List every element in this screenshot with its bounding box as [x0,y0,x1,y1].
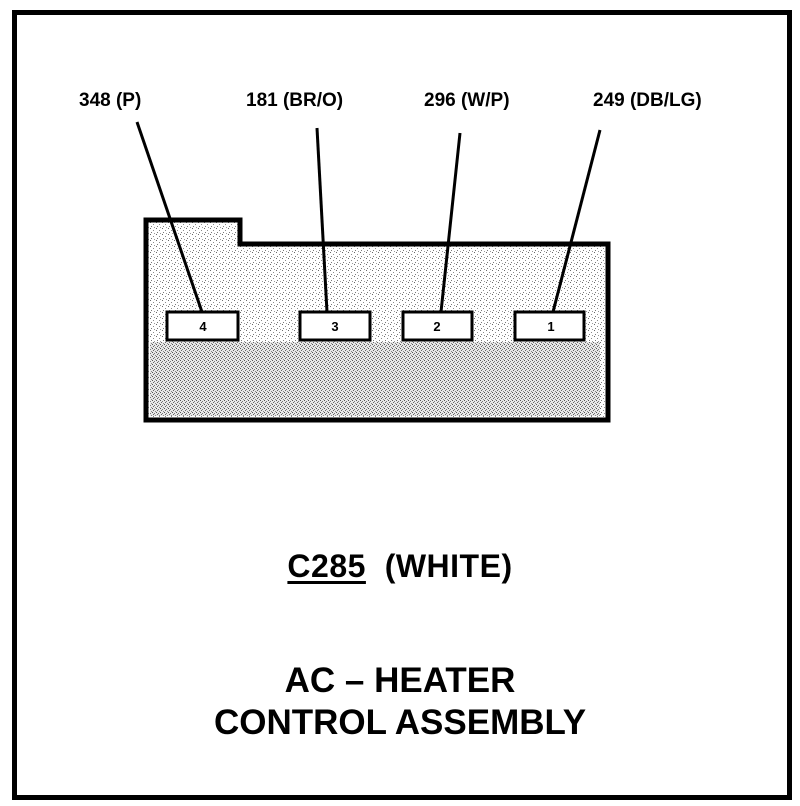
wire-leader-pin-1 [551,129,602,313]
wire-leaders [135,121,602,313]
wire-label-pin-4: 348 (P) [79,90,141,111]
component-name-line-2: CONTROL ASSEMBLY [213,703,587,742]
pin-number: 3 [331,319,338,334]
connector-color: (WHITE) [384,548,513,584]
wire-label-pin-3: 181 (BR/O) [246,90,343,111]
wire-leader-pin-3 [315,127,329,313]
connector-id: C285 [287,548,366,584]
connector-body [143,217,611,423]
wire-leader-pin-4 [135,121,204,313]
component-name-line-1: AC – HEATER [284,661,516,700]
pin-number: 1 [547,319,554,334]
terminal-pin-2: 2 [401,310,474,342]
wire-label-pin-2: 296 (W/P) [424,90,510,111]
connector-caption: C285 (WHITE) [0,548,800,585]
wire-label-pin-1: 249 (DB/LG) [593,90,702,111]
terminal-pin-1: 1 [513,310,586,342]
wire-leader-pin-2 [439,132,462,313]
pin-number: 4 [199,319,207,334]
terminal-pin-4: 4 [165,310,240,342]
component-name: AC – HEATER CONTROL ASSEMBLY [0,660,800,744]
pin-number: 2 [433,319,440,334]
diagram-frame [12,10,792,800]
wire-labels: 348 (P) 181 (BR/O) 296 (W/P) 249 (DB/LG) [79,90,702,111]
terminal-cavities: 4 3 2 1 [165,310,586,342]
terminal-pin-3: 3 [298,310,372,342]
